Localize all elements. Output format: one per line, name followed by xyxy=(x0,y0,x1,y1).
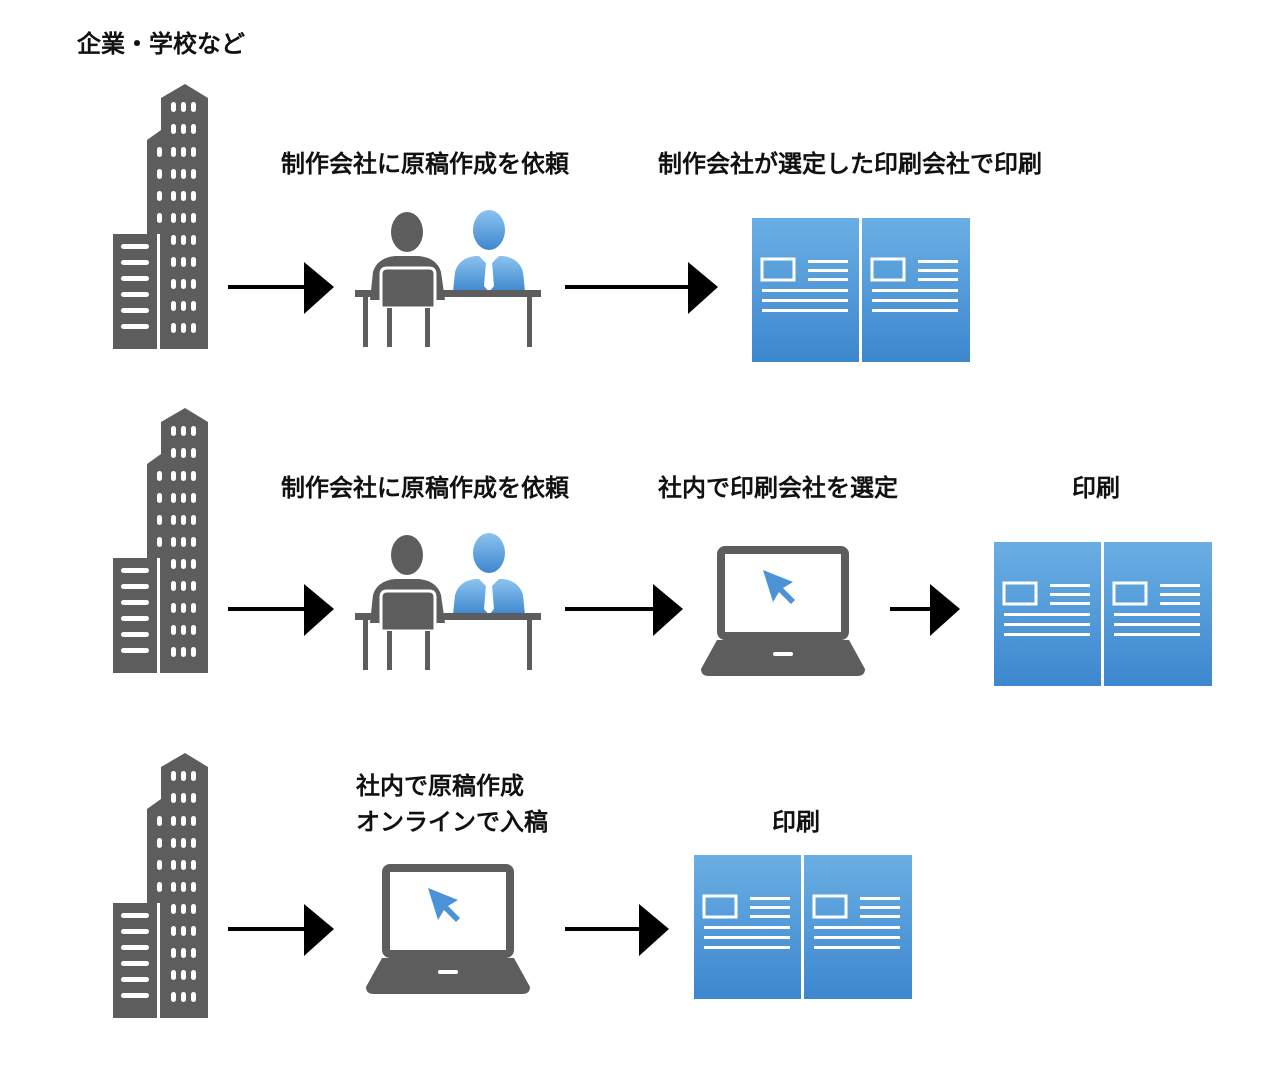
arrow-right-icon xyxy=(890,584,960,636)
building-icon xyxy=(113,753,208,1018)
row3-step1-line2: オンラインで入稿 xyxy=(356,808,548,836)
brochure-icon xyxy=(752,218,970,362)
row3-step1-label: 社内で原稿作成 オンラインで入稿 xyxy=(356,768,548,840)
laptop-icon xyxy=(701,546,865,676)
row1-step1-label: 制作会社に原稿作成を依頼 xyxy=(281,150,569,178)
brochure-icon xyxy=(994,542,1212,686)
row1-step2-label: 制作会社が選定した印刷会社で印刷 xyxy=(658,150,1042,178)
meeting-icon xyxy=(355,533,541,671)
arrow-right-icon xyxy=(565,262,718,314)
row2-step2-label: 社内で印刷会社を選定 xyxy=(658,474,898,502)
arrow-right-icon xyxy=(565,584,683,636)
row2-step1-label: 制作会社に原稿作成を依頼 xyxy=(281,474,569,502)
arrow-right-icon xyxy=(565,904,669,956)
arrow-right-icon xyxy=(228,584,334,636)
row3-step1-line1: 社内で原稿作成 xyxy=(356,772,524,800)
arrow-right-icon xyxy=(228,904,334,956)
page-title: 企業・学校など xyxy=(77,30,245,58)
arrow-right-icon xyxy=(228,262,334,314)
laptop-icon xyxy=(366,864,530,994)
building-icon xyxy=(113,84,208,349)
building-icon xyxy=(113,408,208,673)
brochure-icon xyxy=(694,855,912,999)
meeting-icon xyxy=(355,210,541,348)
row2-step3-label: 印刷 xyxy=(1072,474,1120,502)
row3-step2-label: 印刷 xyxy=(772,808,820,836)
